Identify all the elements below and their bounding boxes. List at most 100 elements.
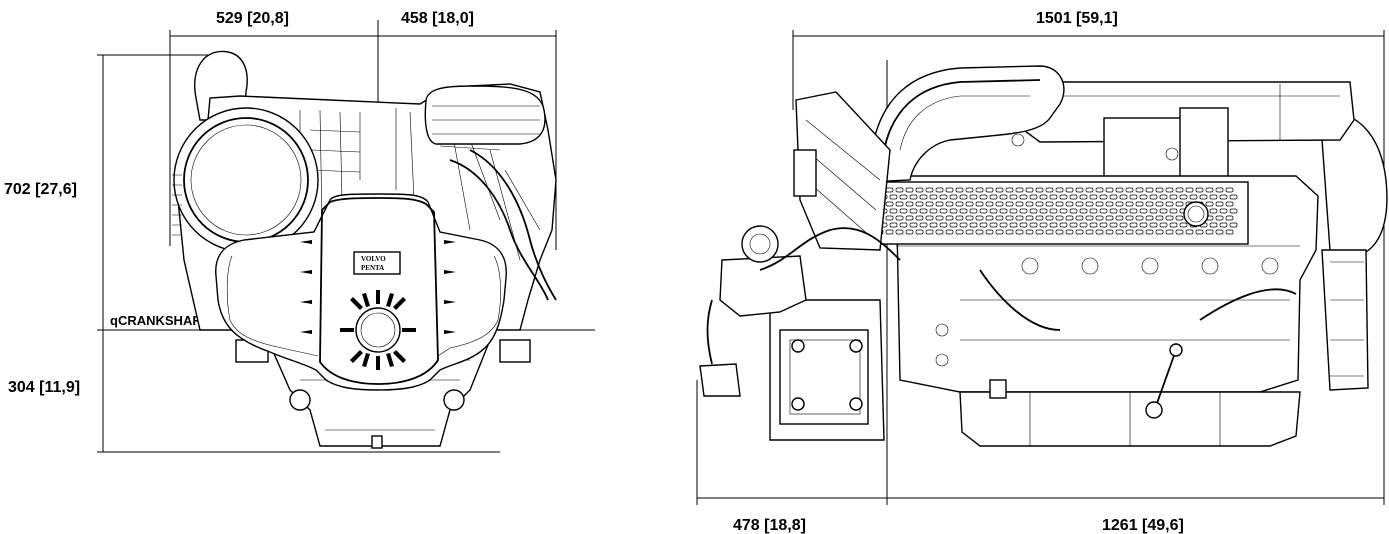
side-view-dimensions: 1501 [59,1] 478 [18,8] 1261 [49,6] <box>696 10 1385 534</box>
mesh-slot <box>925 229 934 235</box>
mesh-slot <box>1089 194 1098 200</box>
mesh-slot <box>1069 194 1078 200</box>
mesh-slot <box>919 194 928 200</box>
mesh-slot <box>1209 208 1218 214</box>
mesh-slot <box>1079 222 1088 228</box>
mesh-slot <box>885 229 894 235</box>
mesh-slot <box>1085 187 1094 193</box>
mesh-slot <box>1109 194 1118 200</box>
logo-line1: VOLVO <box>361 255 386 263</box>
mesh-slot <box>1105 187 1114 193</box>
mesh-slot <box>995 229 1004 235</box>
mesh-slot <box>1119 208 1128 214</box>
mesh-slot <box>1179 194 1188 200</box>
mesh-slot <box>889 208 898 214</box>
mesh-slot <box>1185 229 1194 235</box>
mesh-slot <box>895 215 904 221</box>
mesh-slot <box>1159 222 1168 228</box>
mesh-slot <box>1019 208 1028 214</box>
mesh-slot <box>939 194 948 200</box>
mesh-slot <box>1085 201 1094 207</box>
mesh-slot <box>1065 229 1074 235</box>
mesh-slot <box>1095 215 1104 221</box>
height-below-crankshaft-label: 304 [11,9] <box>8 379 80 396</box>
mesh-slot <box>929 222 938 228</box>
mesh-slot <box>889 194 898 200</box>
mesh-slot <box>1025 201 1034 207</box>
mesh-slot <box>1065 187 1074 193</box>
mesh-slot <box>1175 201 1184 207</box>
mesh-slot <box>965 229 974 235</box>
mesh-slot <box>1165 201 1174 207</box>
mesh-slot <box>1159 194 1168 200</box>
mesh-slot <box>1145 201 1154 207</box>
mesh-slot <box>1229 222 1238 228</box>
mesh-slot <box>1165 215 1174 221</box>
mesh-slot <box>885 201 894 207</box>
mesh-slot <box>989 222 998 228</box>
mesh-slot <box>985 201 994 207</box>
mesh-slot <box>1149 194 1158 200</box>
mesh-slot <box>1205 187 1214 193</box>
mesh-slot <box>1009 194 1018 200</box>
mesh-slot <box>909 194 918 200</box>
mesh-slot <box>995 201 1004 207</box>
mesh-slot <box>985 215 994 221</box>
mesh-slot <box>1015 187 1024 193</box>
mesh-slot <box>979 208 988 214</box>
side-view-engine <box>699 65 1388 447</box>
mesh-slot <box>1159 208 1168 214</box>
mesh-slot <box>1135 187 1144 193</box>
mesh-slot <box>1139 208 1148 214</box>
mesh-slot <box>1169 208 1178 214</box>
mesh-slot <box>965 201 974 207</box>
pulley-ribs <box>340 290 416 370</box>
mesh-slot <box>1035 229 1044 235</box>
mesh-slot <box>1115 187 1124 193</box>
mesh-slot <box>909 222 918 228</box>
logo-badge <box>353 251 401 275</box>
mesh-slot <box>1129 208 1138 214</box>
mesh-slot <box>1205 229 1214 235</box>
mesh-slot <box>955 187 964 193</box>
mesh-slot <box>1025 215 1034 221</box>
mesh-slot <box>1089 222 1098 228</box>
mesh-slot <box>975 215 984 221</box>
mesh-slot <box>1215 229 1224 235</box>
mesh-slot <box>955 215 964 221</box>
mesh-slot <box>1209 222 1218 228</box>
mesh-slot <box>1099 208 1108 214</box>
mesh-slot <box>1049 194 1058 200</box>
mesh-slot <box>1195 229 1204 235</box>
mesh-slot <box>959 208 968 214</box>
mesh-slot <box>1179 222 1188 228</box>
mesh-slot <box>1055 201 1064 207</box>
mesh-slot <box>1075 201 1084 207</box>
mesh-slot <box>1059 194 1068 200</box>
mesh-slot <box>1175 187 1184 193</box>
mesh-slot <box>925 201 934 207</box>
mesh-slot <box>1075 187 1084 193</box>
mesh-slot <box>1079 208 1088 214</box>
mesh-slot <box>1049 208 1058 214</box>
mesh-slot <box>1035 187 1044 193</box>
mesh-slot <box>1129 222 1138 228</box>
mesh-slot <box>1005 201 1014 207</box>
mesh-slot <box>1195 187 1204 193</box>
mesh-slot <box>965 215 974 221</box>
mesh-slot <box>945 215 954 221</box>
mesh-slot <box>1219 208 1228 214</box>
mesh-slot <box>929 208 938 214</box>
mesh-slot <box>1109 208 1118 214</box>
mesh-slot <box>905 229 914 235</box>
mesh-slot <box>999 208 1008 214</box>
mesh-slot <box>885 215 894 221</box>
mesh-slot <box>1139 222 1148 228</box>
mesh-slot <box>1135 229 1144 235</box>
mesh-slot <box>1189 194 1198 200</box>
mesh-slot <box>1025 187 1034 193</box>
mesh-slot <box>1169 194 1178 200</box>
mesh-slot <box>1225 187 1234 193</box>
mesh-slot <box>975 187 984 193</box>
mesh-slot <box>1229 208 1238 214</box>
